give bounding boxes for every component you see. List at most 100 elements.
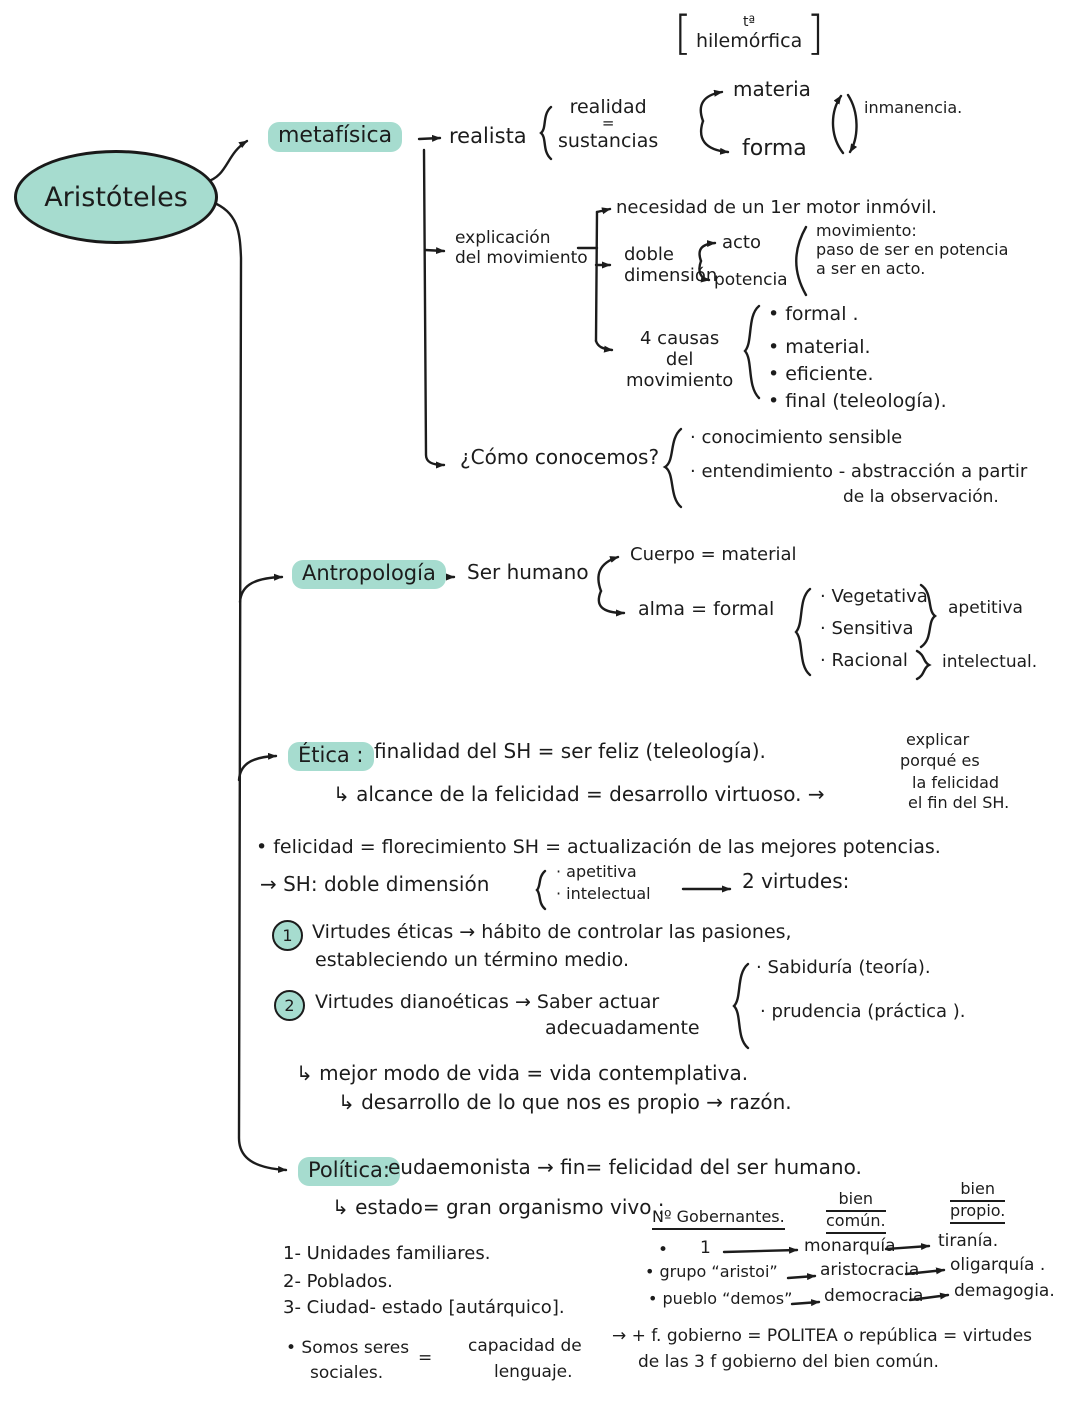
explicacion-line1: explicación xyxy=(455,228,551,248)
arrow-1-monarquia xyxy=(722,1246,799,1254)
inmanencia-arc-right xyxy=(846,93,858,154)
branch-metafisica: metafísica xyxy=(268,122,403,152)
bien-comun-l2: común. xyxy=(826,1211,886,1234)
link-to-cuerpo xyxy=(597,555,620,593)
root-node-aristoteles: Aristóteles xyxy=(14,150,218,244)
etica-alcance: ↳ alcance de la felicidad = desarrollo v… xyxy=(333,782,825,806)
cuerpo-material: Cuerpo = material xyxy=(630,544,797,565)
tabla-header-bien-comun: bien común. xyxy=(826,1189,886,1234)
etica-felicidad: • felicidad = florecimiento SH = actuali… xyxy=(256,836,941,858)
metafisica-realista: realista xyxy=(449,124,527,148)
intelectual-brace xyxy=(915,649,932,681)
realidad-brace xyxy=(539,105,553,161)
theory-name: hilemórfica xyxy=(695,30,803,53)
link-to-realista xyxy=(417,134,442,142)
row1-tirania: tiranía. xyxy=(938,1231,999,1251)
politica-estado: ↳ estado= gran organismo vivo : xyxy=(332,1195,665,1219)
arrow-democracia-demagogia xyxy=(908,1292,950,1302)
forma-label: forma xyxy=(742,136,807,161)
movimiento-definicion: movimiento: paso de ser en potencia a se… xyxy=(816,221,1009,279)
intelectual-label: intelectual. xyxy=(942,652,1038,672)
sh-doble-dimension: → SH: doble dimensión xyxy=(260,872,490,896)
movimiento-paren xyxy=(795,225,808,297)
observacion-cont: de la observación. xyxy=(843,487,999,507)
theory-superscript: tª xyxy=(743,13,756,30)
doble-line2: dimensión xyxy=(624,265,718,287)
alma-brace xyxy=(794,587,812,677)
metafisica-stem xyxy=(422,148,446,469)
sabiduria-teoria: · Sabiduría (teoría). xyxy=(756,957,931,978)
link-to-antropologia xyxy=(238,573,284,604)
movimiento-line1: movimiento: xyxy=(816,221,917,240)
virtudes-dianoeticas-cont: adecuadamente xyxy=(545,1017,700,1039)
politica-table-arrows xyxy=(722,1243,950,1307)
explicacion-line2: del movimiento xyxy=(455,248,588,269)
link-to-forma xyxy=(699,119,730,155)
conocimiento-sensible: · conocimiento sensible xyxy=(690,427,903,448)
inmanencia-label: inmanencia. xyxy=(864,98,963,117)
alma-racional: · Racional xyxy=(820,650,908,671)
link-to-potencia xyxy=(698,259,711,283)
causa-eficiente: • eficiente. xyxy=(768,363,874,385)
theory-hilemorfica: [ tª hilemórfica ] xyxy=(674,10,824,56)
row3-demagogia: demagogia. xyxy=(954,1281,1055,1301)
etica-connectors xyxy=(535,869,750,1050)
apetitiva-label: apetitiva xyxy=(948,598,1023,618)
bien-propio-l2: propio. xyxy=(950,1201,1006,1224)
virtudes-eticas: Virtudes éticas → hábito de controlar la… xyxy=(312,921,792,943)
metafisica-connectors xyxy=(417,89,858,509)
link-to-causas xyxy=(594,339,614,353)
sh-doble-brace xyxy=(535,869,547,911)
como-conocemos: ¿Cómo conocemos? xyxy=(460,445,660,469)
arrow-aristoi-aristocracia xyxy=(786,1273,817,1281)
virtudes-dianoeticas: Virtudes dianoéticas → Saber actuar xyxy=(315,991,660,1013)
explicacion-movimiento: explicación del movimiento xyxy=(455,228,588,268)
link-to-explicacion xyxy=(423,247,446,255)
arrow-monarquia-tirania xyxy=(884,1243,931,1251)
nivel-unidades-familiares: 1- Unidades familiares. xyxy=(283,1243,491,1264)
somos-seres-l2: sociales. xyxy=(310,1363,384,1383)
potencia-label: potencia xyxy=(714,270,788,290)
bracket-open: [ xyxy=(674,6,692,60)
arrow-demos-democracia xyxy=(790,1299,821,1307)
apetitiva-brace xyxy=(919,583,937,649)
doble-dimension: doble dimensión xyxy=(624,244,717,286)
nivel-ciudad-estado: 3- Ciudad- estado [autárquico]. xyxy=(283,1297,565,1318)
equals-sign: = xyxy=(601,114,615,133)
causa-final: • final (teleología). xyxy=(768,390,947,412)
explicar-line3: la felicidad xyxy=(912,773,1000,792)
politea-l1: → + f. gobierno = POLITEA o república = … xyxy=(612,1326,1033,1346)
causas-line3: movimiento xyxy=(626,370,734,392)
row2-aristocracia: aristocracia xyxy=(820,1260,920,1280)
causa-material: • material. xyxy=(768,336,871,358)
link-to-acto xyxy=(698,240,717,263)
row3-pueblo-demos: • pueblo “demos” xyxy=(648,1289,793,1308)
movimiento-line2: paso de ser en potencia xyxy=(816,239,1009,259)
explicacion-bracket xyxy=(594,210,599,343)
ser-humano: Ser humano xyxy=(467,560,589,584)
root-connectors xyxy=(204,139,288,1173)
explicar-line2: porqué es xyxy=(900,751,980,770)
branch-antropologia: Antropología xyxy=(292,560,446,589)
causas-line2: del xyxy=(665,349,694,371)
acto-label: acto xyxy=(722,232,761,253)
row2-oligarquia: oligarquía . xyxy=(950,1255,1046,1275)
doble-line1: doble xyxy=(624,244,674,265)
dos-virtudes: 2 virtudes: xyxy=(742,869,850,893)
tabla-header-gobernantes: Nº Gobernantes. xyxy=(652,1207,785,1230)
realidad-sustancias: realidad = sustancias xyxy=(558,96,658,153)
somos-seres-l1: • Somos seres xyxy=(286,1338,410,1358)
row3-democracia: democracia xyxy=(824,1286,924,1306)
capacidad-lenguaje-l1: capacidad de xyxy=(468,1336,582,1356)
sustancias-label: sustancias xyxy=(558,130,659,153)
row1-monarquia: monarquía xyxy=(804,1236,896,1256)
etica-finalidad: finalidad del SH = ser feliz (teleología… xyxy=(374,739,766,763)
spine-to-politica xyxy=(210,200,288,1173)
conocemos-brace xyxy=(662,427,683,509)
cuatro-causas: 4 causas del movimiento xyxy=(626,328,733,392)
inmanencia-arc-left xyxy=(831,94,845,155)
arrow-aristocracia-oligarquia xyxy=(904,1267,946,1276)
row1-gobernantes: 1 xyxy=(700,1238,711,1258)
explicar-line4: el fin del SH. xyxy=(908,793,1010,812)
bien-comun-l1: bien xyxy=(826,1189,886,1212)
